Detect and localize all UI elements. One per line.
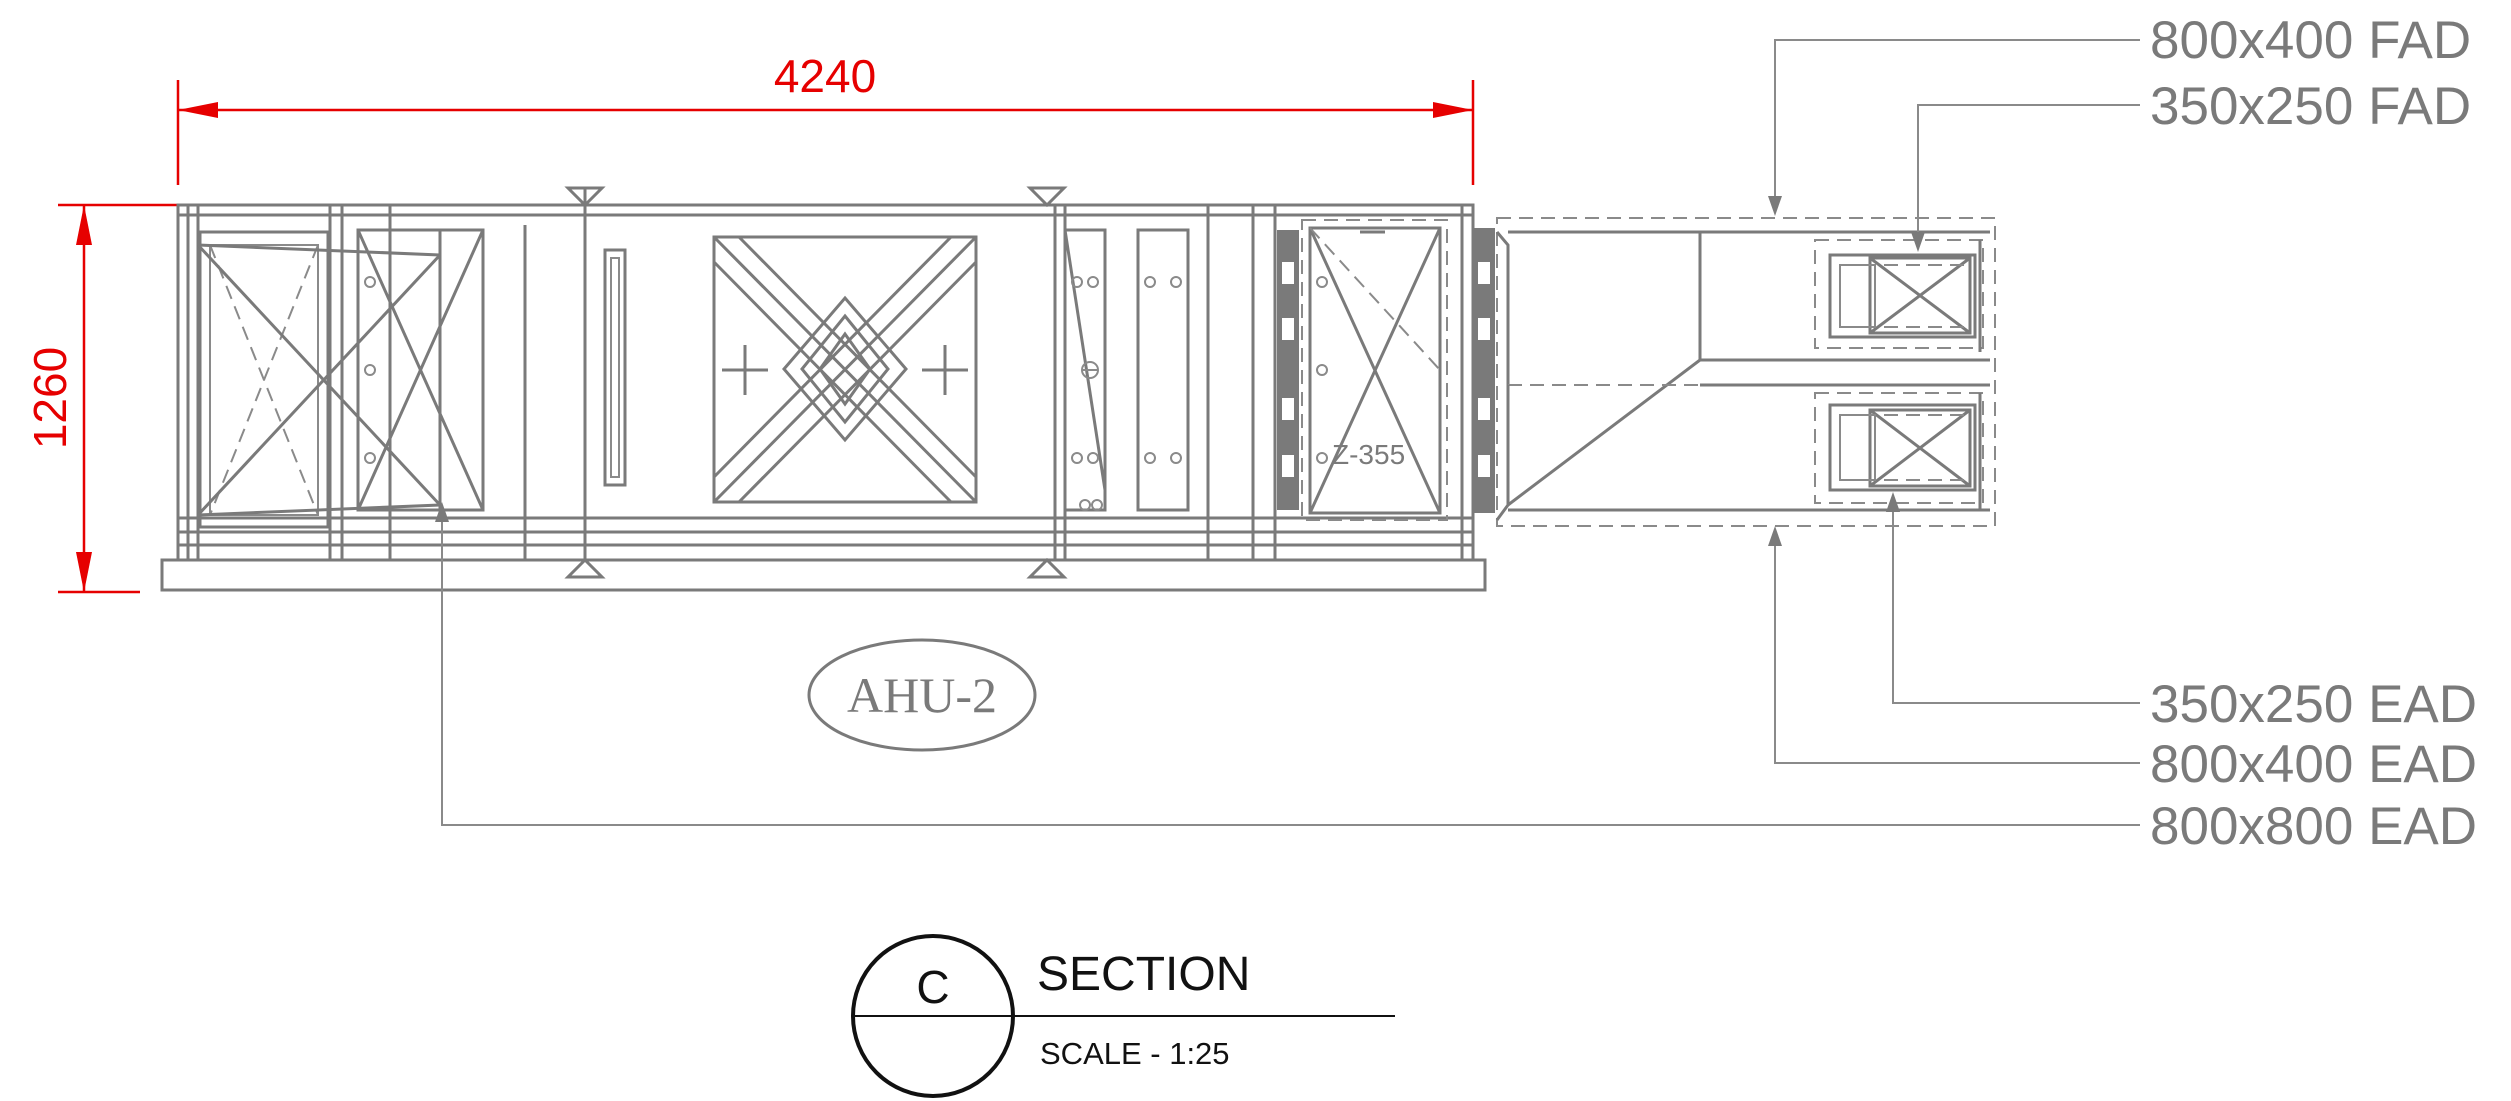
title-block: C SECTION SCALE - 1:25 xyxy=(851,934,1395,1098)
coil-section xyxy=(712,235,978,504)
callout-fad-800x400: 800x400 FAD xyxy=(2150,11,2471,70)
width-dimension-label: 4240 xyxy=(774,50,876,102)
fan-section xyxy=(1063,228,1190,512)
lifting-lugs xyxy=(564,186,1068,579)
section-letter: C xyxy=(916,961,949,1013)
height-dimension-label: 1260 xyxy=(24,347,76,449)
access-door xyxy=(603,248,627,487)
callout-fad-350x250: 350x250 FAD xyxy=(2150,77,2471,136)
final-filter-section: Z-355 xyxy=(1301,219,1448,521)
section-title: SECTION xyxy=(1037,948,1250,1001)
callout-leaders xyxy=(435,39,2140,826)
damper-strip-right xyxy=(1473,228,1495,513)
ahu-casing xyxy=(160,203,1487,592)
callout-labels: 800x400 FAD 350x250 FAD 350x250 EAD 800x… xyxy=(2150,11,2477,856)
unit-tag: AHU-2 xyxy=(807,638,1037,752)
component-tag: Z-355 xyxy=(1332,439,1405,470)
callout-ead-350x250: 350x250 EAD xyxy=(2150,675,2477,734)
section-scale: SCALE - 1:25 xyxy=(1040,1036,1230,1071)
height-dimension: 1260 xyxy=(24,203,185,594)
callout-ead-800x400: 800x400 EAD xyxy=(2150,735,2477,794)
bag-filter-section xyxy=(356,228,485,512)
callout-ead-800x800: 800x800 EAD xyxy=(2150,797,2477,856)
base-rail xyxy=(160,558,1487,592)
prefilter-section xyxy=(196,230,442,529)
unit-tag-label: AHU-2 xyxy=(847,667,997,723)
width-dimension: 4240 xyxy=(176,50,1475,185)
plenum-box xyxy=(1495,217,1996,527)
damper-strip-left xyxy=(1277,230,1299,510)
